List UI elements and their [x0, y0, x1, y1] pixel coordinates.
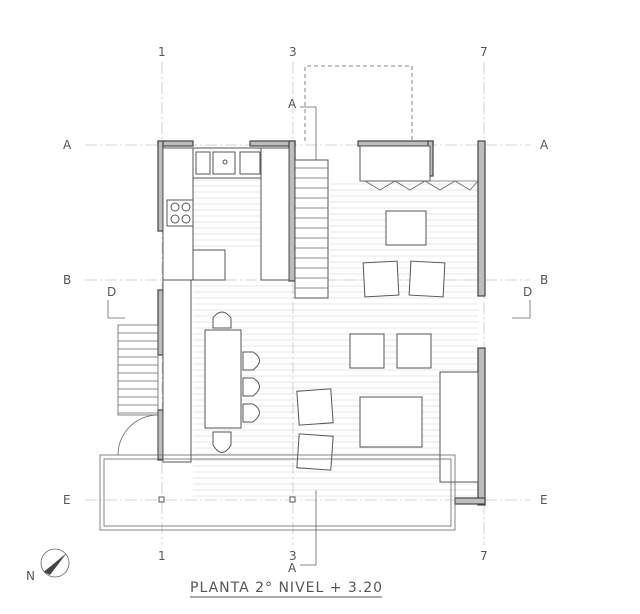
wardrobe: [359, 145, 479, 191]
section-marker-a-bottom: A: [288, 561, 297, 575]
axis-col-7-bottom: 7: [480, 549, 488, 563]
section-marker-d-left: D: [107, 285, 116, 299]
axis-col-3-top: 3: [289, 45, 297, 59]
counter: [162, 279, 192, 463]
exterior-walls: [157, 140, 486, 506]
axis-col-1-bottom: 1: [158, 549, 166, 563]
section-marker-a-top: A: [288, 97, 297, 111]
section-marker-d-right: D: [523, 285, 532, 299]
living-furniture: [296, 210, 479, 483]
axis-row-b-left: B: [63, 273, 71, 287]
kitchen: [162, 147, 290, 281]
north-arrow-icon: [40, 548, 70, 578]
balcony: [99, 454, 456, 531]
dining-chairs: [212, 311, 260, 453]
coffee-table: [359, 396, 423, 448]
door-swing: [117, 414, 159, 456]
sofa: [439, 371, 479, 483]
upper-outline: [304, 65, 413, 141]
axis-col-3-bottom: 3: [289, 549, 297, 563]
sink-drainer: [195, 151, 211, 175]
axis-row-e-right: E: [540, 493, 548, 507]
tv-unit: [385, 210, 427, 246]
section-line-a: A A: [288, 97, 317, 575]
cooktop: [166, 199, 194, 227]
north-label: N: [26, 569, 35, 583]
axis-row-b-right: B: [540, 273, 548, 287]
stairs: [294, 159, 329, 299]
axis-row-e-left: E: [63, 493, 71, 507]
fridge: [239, 151, 261, 175]
axis-row-a-left: A: [63, 138, 72, 152]
axis-row-a-right: A: [540, 138, 549, 152]
section-line-d: D D: [107, 285, 532, 319]
axis-col-7-top: 7: [480, 45, 488, 59]
dining-table: [204, 329, 242, 429]
exterior-stair: [117, 324, 159, 416]
axis-col-1-top: 1: [158, 45, 166, 59]
drawing-title: PLANTA 2° NIVEL + 3.20: [190, 580, 383, 596]
